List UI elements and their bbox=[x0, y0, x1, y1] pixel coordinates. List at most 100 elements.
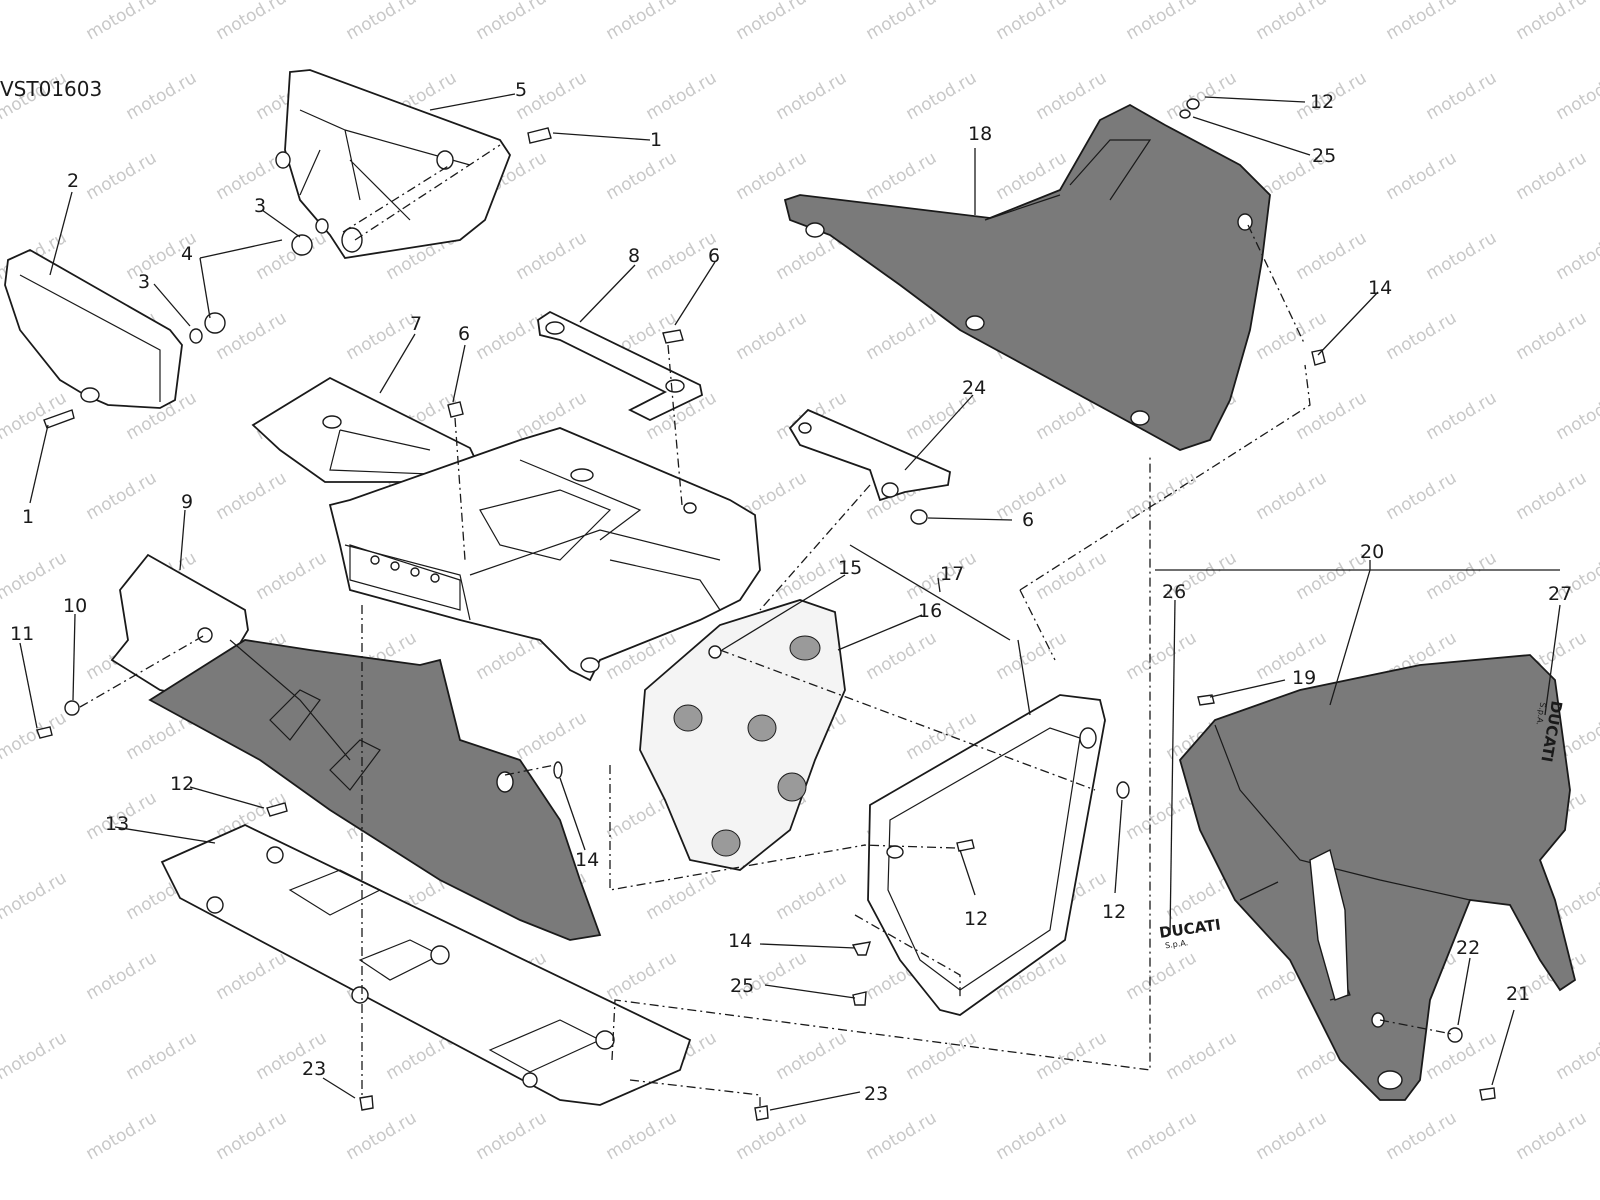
callout-20: 20 bbox=[1360, 541, 1384, 563]
callout-25-bottom: 25 bbox=[730, 975, 754, 997]
watermark-text: motod.ru bbox=[1423, 388, 1501, 444]
watermark-text: motod.ru bbox=[1553, 1028, 1600, 1084]
callout-6-center: 6 bbox=[708, 245, 720, 267]
callout-5: 5 bbox=[515, 79, 527, 101]
watermark-text: motod.ru bbox=[603, 0, 681, 44]
callout-16: 16 bbox=[918, 600, 942, 622]
part-20-front-mudguard bbox=[1179, 654, 1577, 1101]
watermark-text: motod.ru bbox=[603, 1108, 681, 1164]
callout-24: 24 bbox=[962, 377, 986, 399]
watermark-text: motod.ru bbox=[513, 228, 591, 284]
callout-17: 17 bbox=[940, 563, 964, 585]
watermark-text: motod.ru bbox=[253, 548, 331, 604]
part-2-side-cover bbox=[4, 248, 183, 409]
callout-19: 19 bbox=[1292, 667, 1316, 689]
watermark-text: motod.ru bbox=[1123, 468, 1201, 524]
watermark-text: motod.ru bbox=[83, 1108, 161, 1164]
watermark-text: motod.ru bbox=[863, 148, 941, 204]
watermark-text: motod.ru bbox=[123, 68, 201, 124]
watermark-text: motod.ru bbox=[1163, 1028, 1241, 1084]
watermark-text: motod.ru bbox=[603, 948, 681, 1004]
watermark-text: motod.ru bbox=[603, 148, 681, 204]
drawing-code: VST01603 bbox=[0, 77, 102, 101]
part-5-upper-cover bbox=[275, 69, 512, 259]
watermark-text: motod.ru bbox=[473, 1108, 551, 1164]
watermark-text: motod.ru bbox=[1253, 0, 1331, 44]
watermark-text: motod.ru bbox=[1513, 148, 1591, 204]
watermark-text: motod.ru bbox=[1423, 548, 1501, 604]
decal-26-subtext: S.p.A. bbox=[1165, 938, 1189, 950]
watermark-text: motod.ru bbox=[1123, 948, 1201, 1004]
watermark-text: motod.ru bbox=[473, 0, 551, 44]
watermark-text: motod.ru bbox=[1033, 1028, 1111, 1084]
subframe bbox=[328, 427, 761, 682]
callout-10: 10 bbox=[63, 595, 87, 617]
part-17-side-panel bbox=[867, 694, 1106, 1016]
callout-12-top: 12 bbox=[1310, 91, 1334, 113]
callout-23-left: 23 bbox=[302, 1058, 326, 1080]
callout-6-right: 6 bbox=[1022, 509, 1034, 531]
watermark-text: motod.ru bbox=[0, 868, 70, 924]
watermark-text: motod.ru bbox=[993, 1108, 1071, 1164]
part-13-lower-skid bbox=[160, 824, 692, 1106]
watermark-text: motod.ru bbox=[1033, 68, 1111, 124]
watermark-text: motod.ru bbox=[1293, 548, 1371, 604]
callout-12-right: 12 bbox=[1102, 901, 1126, 923]
belly-pan-dark bbox=[148, 639, 602, 941]
callout-14-top: 14 bbox=[1368, 277, 1392, 299]
callout-4: 4 bbox=[181, 243, 193, 265]
watermark-text: motod.ru bbox=[1383, 308, 1461, 364]
callout-25-top: 25 bbox=[1312, 145, 1336, 167]
watermark-text: motod.ru bbox=[1123, 788, 1201, 844]
watermark-text: motod.ru bbox=[83, 948, 161, 1004]
callout-3-upper: 3 bbox=[254, 195, 266, 217]
watermark-text: motod.ru bbox=[0, 548, 70, 604]
watermark-text: motod.ru bbox=[343, 0, 421, 44]
watermark-text: motod.ru bbox=[473, 308, 551, 364]
callout-26: 26 bbox=[1162, 581, 1186, 603]
watermark-text: motod.ru bbox=[903, 68, 981, 124]
watermark-text: motod.ru bbox=[213, 948, 291, 1004]
callout-11: 11 bbox=[10, 623, 34, 645]
watermark-text: motod.ru bbox=[733, 0, 811, 44]
watermark-text: motod.ru bbox=[513, 708, 591, 764]
watermark-text: motod.ru bbox=[253, 228, 331, 284]
watermark-text: motod.ru bbox=[213, 0, 291, 44]
callout-1-top: 1 bbox=[650, 129, 662, 151]
watermark-text: motod.ru bbox=[1553, 68, 1600, 124]
callout-2: 2 bbox=[67, 170, 79, 192]
watermark-text: motod.ru bbox=[1253, 1108, 1331, 1164]
watermark-text: motod.ru bbox=[733, 1108, 811, 1164]
decal-27-subtext: S.p.A. bbox=[1534, 702, 1547, 726]
watermark-text: motod.ru bbox=[1513, 0, 1591, 44]
callout-labels: 5 1 2 3 4 3 1 7 6 8 6 24 6 9 10 11 12 13… bbox=[10, 79, 1572, 1105]
watermark-text: motod.ru bbox=[863, 1108, 941, 1164]
decal-26: DUCATI S.p.A. bbox=[1158, 916, 1222, 951]
watermark-text: motod.ru bbox=[1383, 468, 1461, 524]
watermark-text: motod.ru bbox=[1293, 388, 1371, 444]
watermark-text: motod.ru bbox=[643, 68, 721, 124]
callout-3-lower: 3 bbox=[138, 271, 150, 293]
part-24-bracket bbox=[788, 408, 951, 502]
watermark-text: motod.ru bbox=[83, 148, 161, 204]
watermark-text: motod.ru bbox=[1513, 468, 1591, 524]
screws-1 bbox=[43, 127, 552, 429]
callout-27: 27 bbox=[1548, 583, 1572, 605]
watermark-text: motod.ru bbox=[1123, 0, 1201, 44]
watermark-text: motod.ru bbox=[1123, 1108, 1201, 1164]
watermark-text: motod.ru bbox=[213, 308, 291, 364]
leader-lines bbox=[19, 93, 1561, 1111]
watermark-text: motod.ru bbox=[1033, 548, 1111, 604]
watermark-text: motod.ru bbox=[1253, 468, 1331, 524]
callout-13: 13 bbox=[105, 813, 129, 835]
callout-8: 8 bbox=[628, 245, 640, 267]
watermark-text: motod.ru bbox=[343, 1108, 421, 1164]
watermark-text: motod.ru bbox=[83, 0, 161, 44]
watermark-text: motod.ru bbox=[863, 308, 941, 364]
watermark-text: motod.ru bbox=[1383, 1108, 1461, 1164]
watermark-text: motod.ru bbox=[83, 468, 161, 524]
part-8-bracket bbox=[537, 310, 704, 422]
assembly-dashed-lines bbox=[79, 144, 1453, 1115]
watermark-text: motod.ru bbox=[1553, 228, 1600, 284]
